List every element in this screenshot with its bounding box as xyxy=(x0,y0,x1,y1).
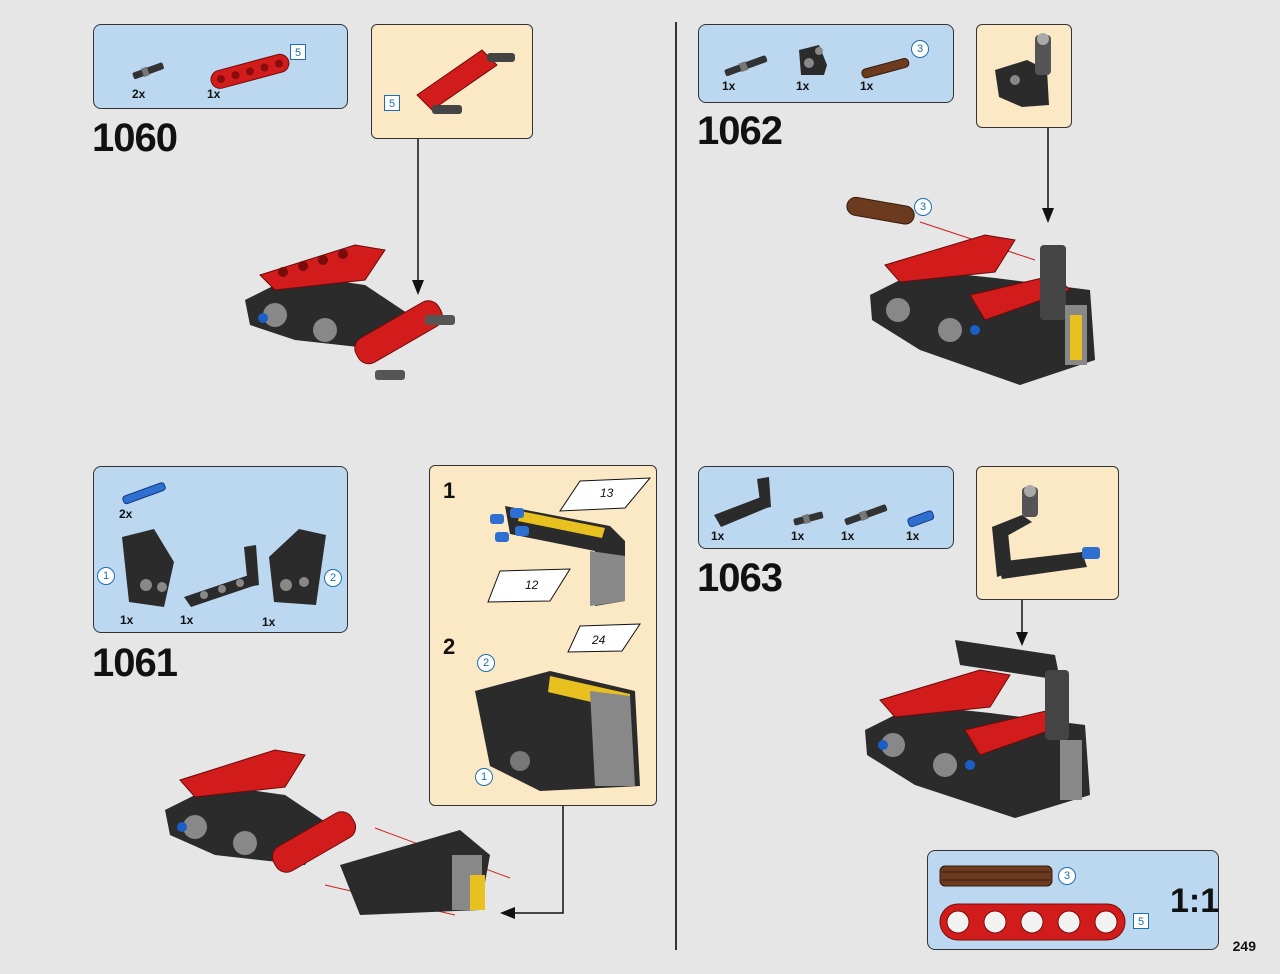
parts-list-1062: 1x 1x 1x 3 xyxy=(698,24,954,103)
model-illustration-1061 xyxy=(165,749,490,915)
parts-list-1060: 2x 1x 5 xyxy=(93,24,348,109)
angled-beam-icon xyxy=(184,545,259,607)
part-qty: 2x xyxy=(119,507,133,521)
parts-list-1063: 1x 1x 1x 1x xyxy=(698,466,954,549)
subassembly-1062 xyxy=(976,24,1072,128)
scale-ratio: 1:1 xyxy=(1170,882,1220,920)
part-qty: 1x xyxy=(796,79,810,93)
length-indicator: 5 xyxy=(384,95,400,111)
scale-reference-box: 3 5 1:1 xyxy=(927,850,1219,950)
page-number: 249 xyxy=(1232,938,1256,954)
substep-1-illustration xyxy=(487,477,652,606)
axle-pin-icon xyxy=(724,55,768,77)
substep-index: 2 xyxy=(443,634,456,659)
blue-pin-icon xyxy=(122,482,166,505)
page-divider xyxy=(675,22,677,950)
model-illustration-1063 xyxy=(865,640,1090,818)
substep-2-illustration xyxy=(475,623,641,791)
length-indicator: 5 xyxy=(1133,913,1149,929)
bent-beam-icon xyxy=(714,477,771,527)
step-number: 1060 xyxy=(92,116,178,160)
part-qty: 1x xyxy=(180,613,194,627)
model-illustration-1062 xyxy=(870,234,1095,385)
connector-assembly-icon xyxy=(995,33,1051,107)
part-qty: 1x xyxy=(906,529,920,543)
part-qty: 1x xyxy=(791,529,805,543)
subassembly-1063 xyxy=(976,466,1119,600)
length-indicator: 3 xyxy=(911,40,929,58)
subassembly-1061: 1 2 13 12 24 2 1 xyxy=(429,465,657,806)
part-qty: 2x xyxy=(132,87,146,101)
red-link-assembly-icon xyxy=(416,49,515,114)
panel-left-icon xyxy=(122,529,174,607)
length-indicator: 5 xyxy=(290,44,306,60)
red-beam-icon xyxy=(210,53,290,89)
sticker-number: 13 xyxy=(600,486,614,500)
blue-pin-icon xyxy=(907,510,935,528)
part-marker: 1 xyxy=(475,768,493,786)
brown-axle-icon xyxy=(939,865,1053,887)
step-number: 1062 xyxy=(697,109,783,153)
part-qty: 1x xyxy=(860,79,874,93)
substep-index: 1 xyxy=(443,478,456,503)
part-marker: 2 xyxy=(477,654,495,672)
axle-pin-icon xyxy=(132,62,164,80)
part-qty: 1x xyxy=(262,615,276,629)
part-qty: 1x xyxy=(711,529,725,543)
parts-list-1061: 2x 1x 1x 1x 1 2 xyxy=(93,466,348,633)
part-marker: 2 xyxy=(324,569,342,587)
brown-axle-icon xyxy=(846,196,915,225)
part-qty: 1x xyxy=(722,79,736,93)
panel-right-icon xyxy=(269,529,326,605)
red-beam-icon xyxy=(939,903,1126,941)
length-indicator: 3 xyxy=(914,198,932,216)
step-number: 1063 xyxy=(697,556,783,600)
step-number: 1061 xyxy=(92,641,178,685)
sticker-number: 12 xyxy=(525,578,539,592)
model-illustration-1060 xyxy=(245,244,455,380)
axle-pin-icon xyxy=(793,511,824,526)
bent-beam-assembly-icon xyxy=(992,485,1100,579)
subassembly-1060: 5 xyxy=(371,24,533,139)
part-qty: 1x xyxy=(841,529,855,543)
part-marker: 1 xyxy=(97,567,115,585)
sticker-number: 24 xyxy=(592,633,606,647)
part-qty: 1x xyxy=(120,613,134,627)
part-qty: 1x xyxy=(207,87,221,101)
connector-icon xyxy=(799,45,827,75)
length-indicator: 3 xyxy=(1058,867,1076,885)
long-pin-icon xyxy=(844,504,888,526)
brown-axle-icon xyxy=(861,57,910,79)
